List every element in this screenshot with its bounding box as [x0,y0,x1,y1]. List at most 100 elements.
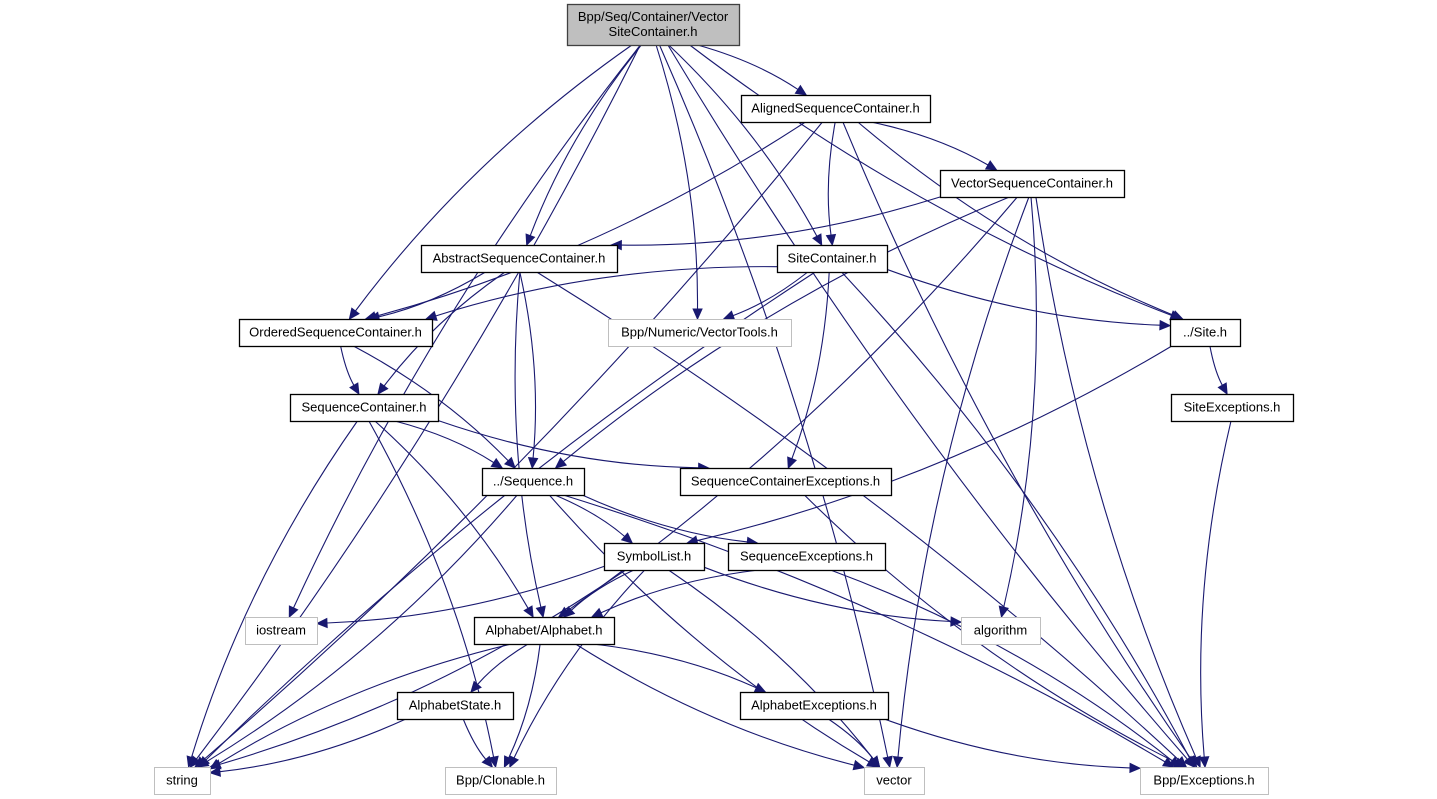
edge-siteexc-to-exceptions [1200,420,1232,758]
node-label: SequenceExceptions.h [740,549,873,564]
node-ordered[interactable]: OrderedSequenceContainer.h [238,318,434,348]
node-box [154,767,211,795]
edge-alphabet-to-string [218,643,512,765]
edge-alphstate-to-string [219,718,407,773]
node-box [566,3,741,47]
node-label: vector [876,773,912,788]
edge-abstract-to-sequence [519,271,537,459]
node-abstract[interactable]: AbstractSequenceContainer.h [420,244,619,274]
node-box [420,244,619,274]
edge-site-to-siteexc [1209,345,1223,386]
node-siteexc[interactable]: SiteExceptions.h [1170,393,1295,423]
node-clonable: Bpp/Clonable.h [445,767,557,795]
node-box [961,617,1041,645]
edge-aligned-to-string [202,121,823,761]
node-box [481,467,586,497]
edge-seqcont-to-seqcontexc [437,419,699,469]
edge-site-to-symbollist [696,345,1173,542]
arrowhead-vecseq-to-exceptions [1191,755,1201,769]
edge-seqexc-to-alphabet [600,569,759,614]
node-label: SiteExceptions.h [1184,400,1281,415]
edge-sequence-to-symbollist [554,494,626,537]
node-site[interactable]: ../Site.h [1169,318,1242,348]
node-label: ../Site.h [1183,325,1227,340]
arrowhead-seqcont-to-string [186,755,197,769]
arrowhead-root-to-iostream [288,605,299,619]
node-box [679,467,893,497]
arrowhead-site-to-siteexc [1217,382,1228,396]
node-alphexc[interactable]: AlphabetExceptions.h [739,691,890,721]
node-exceptions: Bpp/Exceptions.h [1140,767,1269,795]
node-alphabet[interactable]: Alphabet/Alphabet.h [473,616,616,646]
node-box [864,767,925,795]
edge-sequence-to-exceptions [563,494,1166,763]
edge-abstract-to-alphabet [514,271,542,608]
node-box [727,542,887,572]
node-vector: vector [864,767,925,795]
edge-vecseq-to-abstract [621,196,941,246]
node-seqexc[interactable]: SequenceExceptions.h [727,542,887,572]
edge-root-to-vectools [655,44,699,310]
edge-symbollist-to-string [219,569,626,765]
arrowhead-siteexc-to-exceptions [1198,756,1210,769]
edge-sequence-to-seqexc [581,494,748,543]
edge-abstract-to-ordered [378,271,486,318]
arrowhead-root-to-sitecont [812,233,823,247]
arrowhead-abstract-to-alphabet [535,605,546,619]
edge-symbollist-to-clonable [513,569,646,759]
arrowhead-seqcont-to-sequence [490,457,504,469]
arrowhead-alphabet-to-alphstate [470,680,482,693]
arrowhead-root-to-ordered [348,307,360,320]
arrowhead-ordered-to-sequence [503,456,516,469]
node-label: Bpp/Numeric/VectorTools.h [621,325,778,340]
edge-aligned-to-sitecont [827,121,836,236]
node-aligned[interactable]: AlignedSequenceContainer.h [740,94,932,124]
arrowhead-seqexc-to-exceptions [1168,756,1181,768]
node-string: string [154,767,211,795]
node-label: SequenceContainer.h [301,400,426,415]
edge-alphstate-to-clonable [462,718,487,760]
node-box [396,691,515,721]
edge-sitecont-to-ordered [435,266,778,317]
node-box [1140,767,1269,795]
node-label: SequenceContainerExceptions.h [691,474,880,489]
arrowhead-alphexc-to-exceptions [1129,762,1142,774]
edge-alphabet-to-clonable [508,643,541,759]
node-box [245,617,318,645]
node-label: AbstractSequenceContainer.h [433,251,606,266]
edge-aligned-to-ordered [375,121,806,317]
edge-symbollist-to-iostream [326,565,605,624]
arrowhead-sequence-to-symbollist [620,532,634,544]
arrowhead-seqcont-to-clonable [488,755,499,769]
arrowhead-vecseq-to-vector [892,756,904,769]
edge-sitecont-to-vectools [732,271,809,317]
arrowhead-sequence-to-string [196,757,210,768]
edge-aligned-to-vecseq [870,121,989,166]
node-label: Bpp/Seq/Container/Vector [578,9,729,24]
arrowhead-aligned-to-sitecont [825,233,837,247]
node-label: string [166,773,198,788]
node-box [238,318,434,348]
node-label: Bpp/Clonable.h [456,773,545,788]
edge-sitecont-to-seqcontexc [791,271,830,459]
node-alphstate[interactable]: AlphabetState.h [396,691,515,721]
node-sequence[interactable]: ../Sequence.h [481,467,586,497]
node-box [1170,393,1295,423]
node-box [445,767,557,795]
node-seqcont[interactable]: SequenceContainer.h [289,393,440,423]
arrowhead-alphabet-to-string [208,758,222,770]
edge-alphexc-to-vector [828,718,874,760]
node-seqcontexc[interactable]: SequenceContainerExceptions.h [679,467,893,497]
arrowhead-symbollist-to-alphabet [563,605,576,618]
arrowhead-alphabet-to-vector [852,759,866,771]
node-symbollist[interactable]: SymbolList.h [603,542,706,572]
edge-seqcont-to-sequence [394,420,495,464]
arrowhead-symbollist-to-iostream [315,617,328,629]
arrowhead-sitecont-to-site [1159,319,1172,331]
node-box [740,94,932,124]
node-vecseq[interactable]: VectorSequenceContainer.h [939,169,1126,199]
node-sitecont[interactable]: SiteContainer.h [776,244,889,274]
edge-vecseq-to-algorithm [1003,196,1037,608]
